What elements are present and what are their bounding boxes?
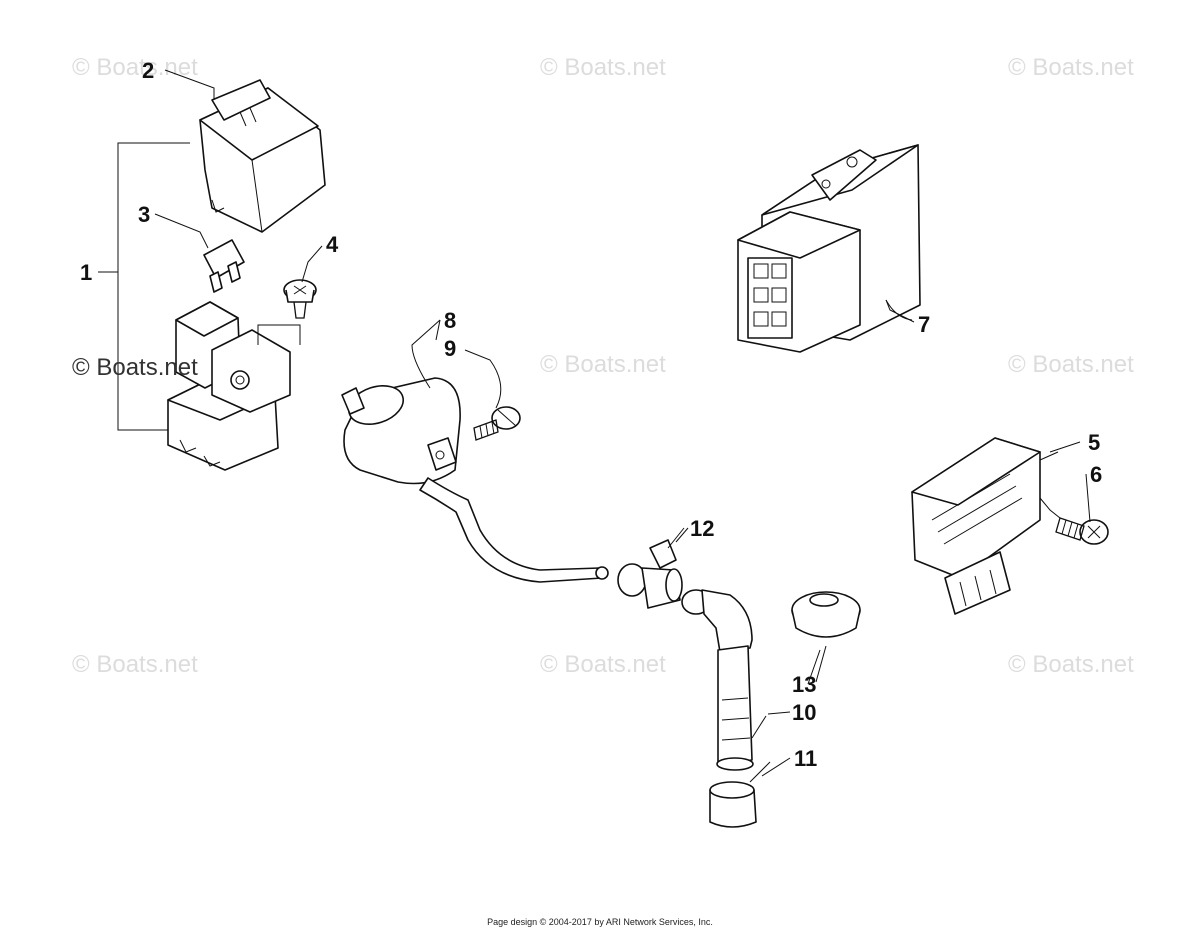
callout-13: 13 bbox=[792, 672, 816, 697]
watermark-overlay: © Boats.net bbox=[72, 354, 198, 381]
footer-copyright: Page design © 2004-2017 by ARI Network S… bbox=[487, 917, 713, 927]
watermark: © Boats.net bbox=[72, 54, 198, 81]
callout-1: 1 bbox=[80, 260, 92, 285]
callout-6: 6 bbox=[1090, 462, 1102, 487]
callout-4: 4 bbox=[326, 232, 339, 257]
part-12-boot-insert bbox=[617, 527, 685, 609]
bracket-part-1 bbox=[98, 142, 190, 431]
callout-9: 9 bbox=[444, 336, 456, 361]
leader-lines bbox=[154, 69, 1091, 777]
callout-11: 11 bbox=[794, 746, 817, 771]
callout-2: 2 bbox=[142, 58, 154, 83]
watermark: © Boats.net bbox=[1008, 651, 1134, 678]
part-3-fuse bbox=[203, 239, 245, 293]
callout-3: 3 bbox=[138, 202, 150, 227]
watermark-group: © Boats.net © Boats.net © Boats.net © Bo… bbox=[72, 54, 1134, 678]
part-5-regulator bbox=[911, 437, 1059, 615]
callout-10: 10 bbox=[792, 700, 816, 725]
callout-8: 8 bbox=[444, 308, 456, 333]
part-11-cap bbox=[709, 761, 771, 828]
watermark: © Boats.net bbox=[540, 351, 666, 378]
part-4-screw bbox=[283, 279, 317, 319]
part-1-relay-base bbox=[167, 301, 301, 471]
callouts: 1 2 3 4 5 6 7 8 9 10 11 12 13 bbox=[80, 58, 1102, 771]
part-8-ignition-coil bbox=[341, 319, 609, 583]
callout-7: 7 bbox=[918, 312, 930, 337]
watermark: © Boats.net bbox=[1008, 351, 1134, 378]
part-6-bolt bbox=[1039, 497, 1109, 545]
callout-5: 5 bbox=[1088, 430, 1100, 455]
part-13-grommet bbox=[791, 591, 861, 683]
watermark: © Boats.net bbox=[72, 651, 198, 678]
part-10-plug-cap bbox=[681, 589, 767, 771]
callout-12: 12 bbox=[690, 516, 714, 541]
watermark: © Boats.net bbox=[540, 54, 666, 81]
watermark: © Boats.net bbox=[1008, 54, 1134, 81]
watermark: © Boats.net bbox=[540, 651, 666, 678]
part-7-cdi-module bbox=[737, 144, 921, 353]
part-9-bolt bbox=[464, 349, 521, 441]
part-2-relay-cover bbox=[199, 79, 326, 233]
